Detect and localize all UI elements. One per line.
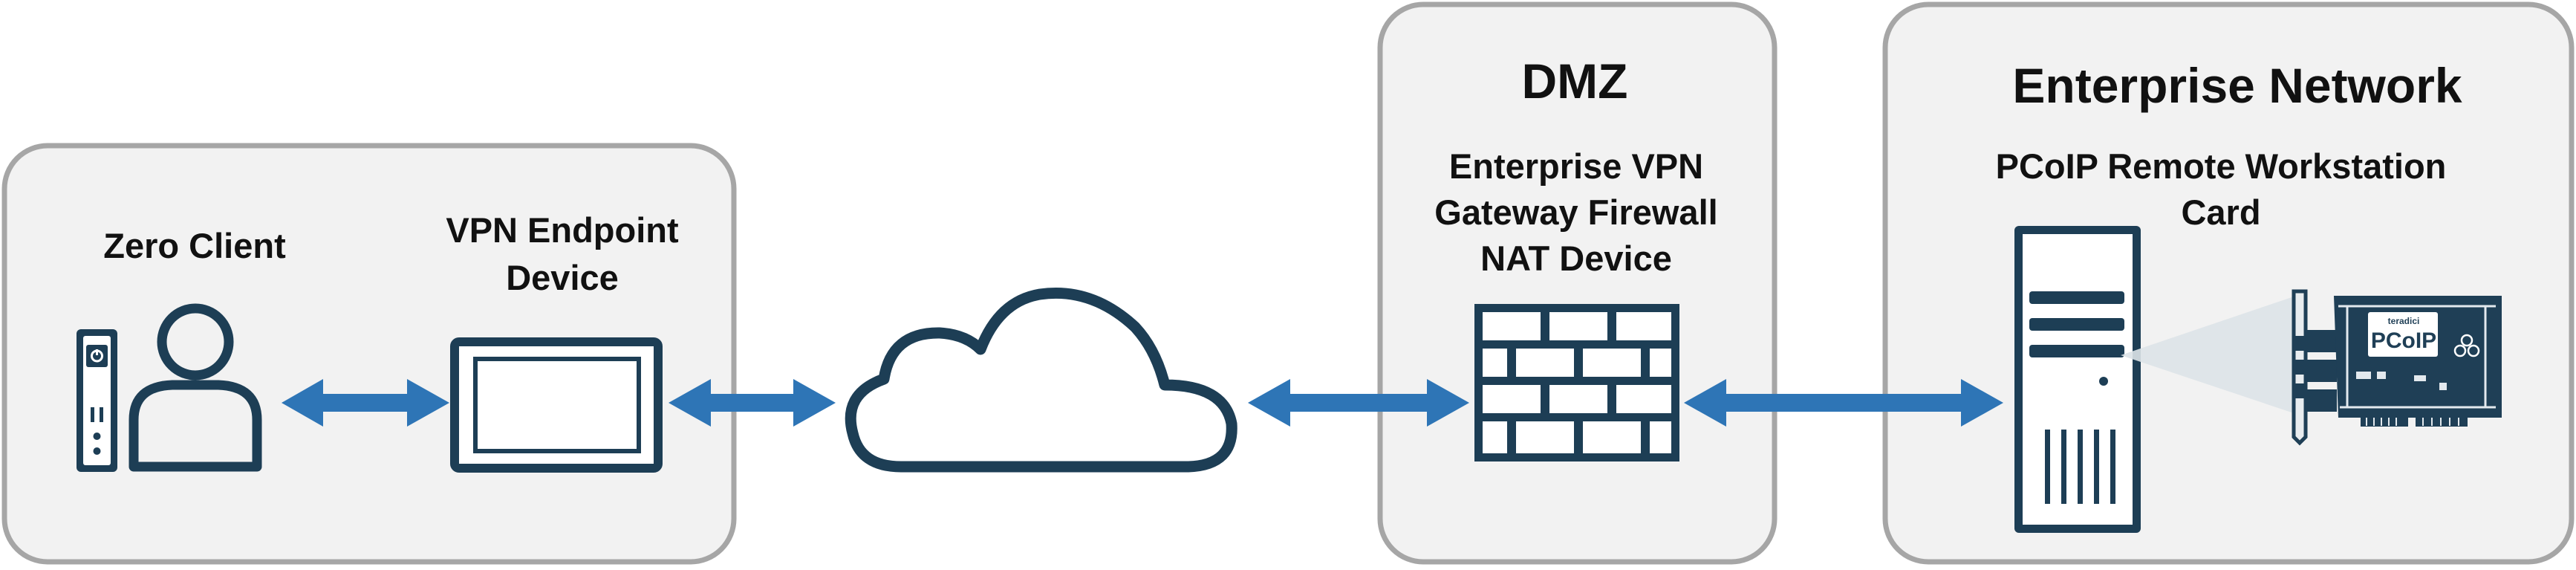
enterprise-title: Enterprise Network xyxy=(2012,58,2462,113)
vpn-endpoint-label-line-2: Device xyxy=(506,258,619,297)
arrow-cloud-to-firewall xyxy=(1248,379,1469,427)
user-icon xyxy=(129,303,262,472)
firewall-brick-wall-icon xyxy=(1474,304,1679,461)
arrow-vpn-endpoint-to-cloud xyxy=(669,379,836,427)
arrow-zero-client-to-vpn-endpoint xyxy=(282,379,449,427)
cloud-internet-icon xyxy=(845,287,1237,473)
vpn-endpoint-label-line-1: VPN Endpoint xyxy=(446,210,679,250)
workstation-tower-icon xyxy=(2014,226,2303,533)
enterprise-subtitle-line-2: Card xyxy=(2181,192,2260,232)
card-brand-small: teradici xyxy=(2388,316,2420,326)
zero-client-label: Zero Client xyxy=(103,226,286,265)
arrow-firewall-to-workstation xyxy=(1684,379,2003,427)
dmz-subtitle-line-1: Enterprise VPN xyxy=(1449,146,1703,186)
enterprise-subtitle-line-1: PCoIP Remote Workstation xyxy=(1996,146,2447,186)
vpn-endpoint-device-icon xyxy=(450,337,663,473)
dmz-title: DMZ xyxy=(1522,54,1628,109)
pcoip-card-icon: teradici PCoIP xyxy=(2292,289,2502,446)
card-brand-large: PCoIP xyxy=(2371,328,2436,353)
dmz-subtitle-line-2: Gateway Firewall xyxy=(1434,192,1717,232)
zero-client-tower-icon xyxy=(77,329,117,472)
dmz-subtitle-line-3: NAT Device xyxy=(1480,239,1672,278)
